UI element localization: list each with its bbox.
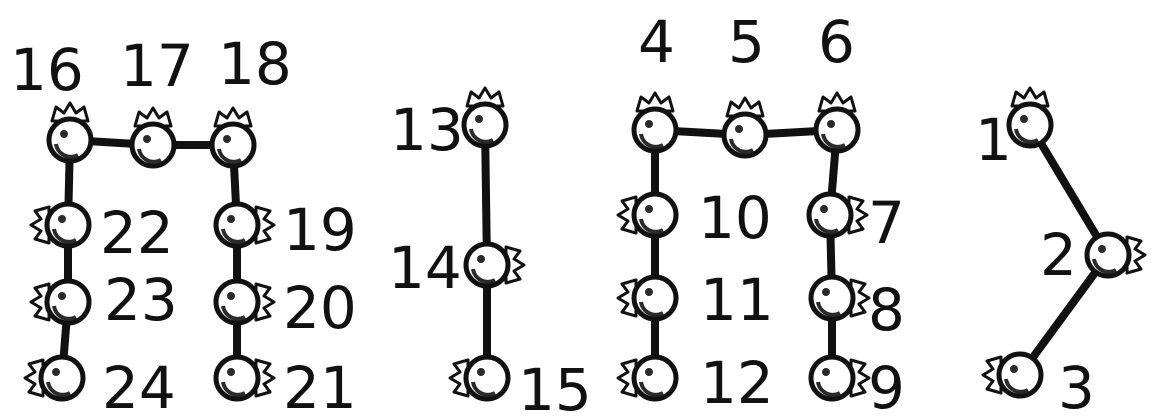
node-label-20: 20 (283, 274, 357, 342)
node-3 (983, 354, 1041, 396)
node-label-10: 10 (698, 184, 772, 252)
node-ball (809, 194, 851, 236)
node-23 (31, 281, 89, 323)
node-17 (132, 108, 174, 166)
node-highlight (827, 120, 835, 128)
node-label-21: 21 (283, 354, 357, 417)
node-2 (1087, 234, 1145, 276)
node-highlight (477, 255, 485, 263)
node-highlight (735, 125, 743, 133)
node-highlight (223, 135, 231, 143)
node-label-17: 17 (120, 32, 194, 100)
node-highlight (822, 288, 830, 296)
node-label-3: 3 (1058, 354, 1095, 417)
node-14 (466, 244, 524, 286)
node-ball (464, 104, 506, 146)
node-label-12: 12 (700, 349, 774, 417)
node-highlight (1020, 115, 1028, 123)
node-highlight (1010, 365, 1018, 373)
node-label-15: 15 (518, 356, 592, 417)
node-label-11: 11 (700, 266, 774, 334)
node-11 (618, 277, 676, 319)
node-label-1: 1 (975, 106, 1012, 174)
node-5 (724, 98, 766, 156)
node-highlight (645, 288, 653, 296)
node-ball (811, 277, 853, 319)
node-ball (999, 354, 1041, 396)
node-label-13: 13 (390, 96, 464, 164)
node-8 (811, 277, 869, 319)
node-ball (1087, 234, 1129, 276)
node-label-24: 24 (102, 354, 176, 417)
node-label-8: 8 (868, 276, 905, 344)
node-label-16: 16 (10, 36, 84, 104)
node-highlight (58, 215, 66, 223)
node-22 (31, 204, 89, 246)
node-21 (216, 357, 274, 399)
node-ball (811, 357, 853, 399)
node-18 (212, 108, 254, 166)
node-highlight (1098, 245, 1106, 253)
node-highlight (52, 368, 60, 376)
node-6 (816, 93, 858, 151)
node-ball (47, 281, 89, 323)
node-label-7: 7 (868, 189, 905, 257)
node-highlight (475, 115, 483, 123)
node-highlight (820, 205, 828, 213)
node-highlight (58, 292, 66, 300)
node-ball (1009, 104, 1051, 146)
node-label-19: 19 (283, 196, 357, 264)
node-label-22: 22 (100, 199, 174, 267)
node-highlight (227, 292, 235, 300)
node-20 (216, 281, 274, 323)
node-label-14: 14 (388, 234, 462, 302)
node-ball (634, 277, 676, 319)
node-19 (216, 204, 274, 246)
node-ball (724, 114, 766, 156)
node-12 (618, 357, 676, 399)
node-9 (811, 357, 869, 399)
node-highlight (143, 135, 151, 143)
node-ball (634, 357, 676, 399)
node-ball (634, 194, 676, 236)
node-ball (216, 281, 258, 323)
node-highlight (645, 368, 653, 376)
node-highlight (822, 368, 830, 376)
node-label-5: 5 (728, 8, 765, 76)
node-15 (450, 357, 508, 399)
node-ball (216, 357, 258, 399)
node-ball (816, 109, 858, 151)
node-ball (49, 119, 91, 161)
node-13 (464, 88, 506, 146)
node-1 (1009, 88, 1051, 146)
node-24 (25, 357, 83, 399)
node-label-6: 6 (818, 8, 855, 76)
node-label-2: 2 (1040, 221, 1077, 289)
node-label-18: 18 (218, 30, 292, 98)
node-highlight (477, 368, 485, 376)
node-ball (634, 109, 676, 151)
node-ball (132, 124, 174, 166)
node-label-23: 23 (104, 266, 178, 334)
node-10 (618, 194, 676, 236)
node-label-9: 9 (868, 354, 905, 417)
node-ball (212, 124, 254, 166)
node-ball (466, 244, 508, 286)
node-label-4: 4 (638, 8, 675, 76)
node-ball (47, 204, 89, 246)
node-highlight (227, 215, 235, 223)
node-4 (634, 93, 676, 151)
node-ball (216, 204, 258, 246)
node-highlight (60, 130, 68, 138)
node-ball (41, 357, 83, 399)
node-highlight (645, 120, 653, 128)
node-ball (466, 357, 508, 399)
node-highlight (645, 205, 653, 213)
node-highlight (227, 368, 235, 376)
node-7 (809, 194, 867, 236)
node-16 (49, 103, 91, 161)
